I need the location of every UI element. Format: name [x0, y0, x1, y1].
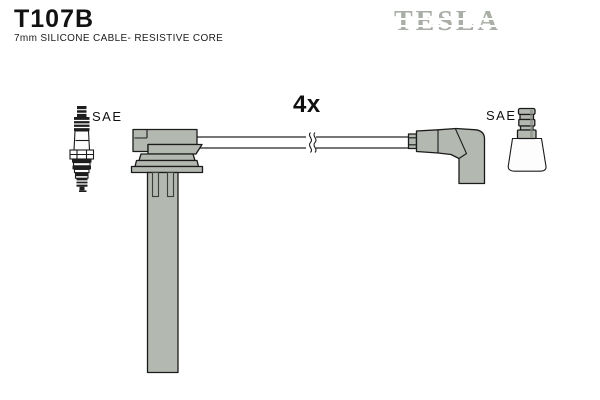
plug-shell-ring: [72, 162, 91, 167]
plug-electrode: [79, 186, 85, 191]
plug-hex-facets: [70, 150, 94, 159]
boot-shaft: [146, 171, 179, 374]
boot-cap-detail: [134, 130, 148, 139]
logo-stripe: [392, 24, 503, 27]
quantity-label: 4x: [293, 91, 321, 118]
plug-shell-ring: [72, 159, 92, 163]
boot-ridge: [134, 159, 200, 168]
elbow-collar: [407, 133, 418, 150]
tesla-logo: TESLA: [392, 6, 503, 37]
ignition-cable-drawing: [195, 132, 410, 153]
spark-plug-drawing: [69, 106, 95, 192]
cable-break-icon: [313, 132, 317, 153]
boot-flange: [130, 165, 204, 174]
plug-shell-ring: [73, 168, 90, 174]
tesla-logo-text: TESLA: [394, 6, 501, 37]
logo-stripe: [392, 18, 503, 21]
plug-corrugation-lines: [74, 119, 90, 129]
part-number: T107B: [14, 5, 95, 33]
elbow-body: [415, 127, 486, 185]
elbow-collar-detail: [408, 137, 417, 146]
plug-terminal-stud: [77, 106, 87, 117]
plug-terminal-ribs: [77, 109, 87, 114]
boot-prong: [166, 171, 175, 198]
coil-boot-drawing: [130, 128, 204, 374]
terminal-base: [516, 129, 537, 140]
cable-break-icon: [308, 132, 313, 153]
plug-thread-lines: [76, 180, 88, 185]
plug-shell-ring: [75, 172, 89, 176]
product-description: 7mm SILICONE CABLE- RESISTIVE CORE: [14, 33, 224, 44]
cable-line: [195, 136, 410, 149]
terminal-insulator-cone: [507, 137, 547, 172]
boot-ridge: [138, 153, 196, 162]
elbow-boot-drawing: [407, 127, 486, 185]
plug-shell-ring: [72, 165, 91, 170]
plug-thread: [76, 178, 88, 187]
plug-terminal-drawing: [507, 107, 547, 172]
sae-label-right: SAE: [486, 108, 517, 123]
plug-shell-ring: [74, 175, 89, 179]
sae-label-left: SAE: [92, 109, 123, 124]
boot-prong: [151, 171, 160, 198]
boot-cap-step: [147, 143, 203, 155]
elbow-fold-lines: [437, 128, 468, 159]
